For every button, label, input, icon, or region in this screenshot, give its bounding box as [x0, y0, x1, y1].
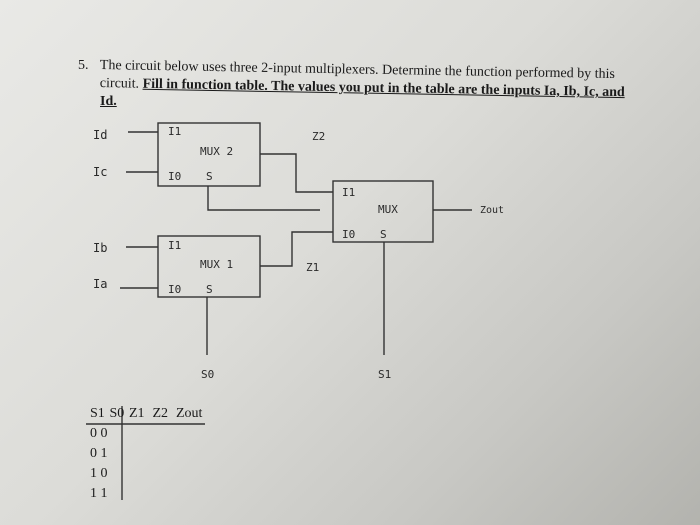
mux-out-i0-label: I0 — [342, 228, 355, 241]
mux-out-s-label: S — [380, 228, 387, 241]
row1-s0: 0 — [100, 426, 108, 441]
mux2-i0-label: I0 — [168, 170, 181, 183]
table-row: 1 1 — [90, 486, 108, 502]
function-table: S1 S0 Z1 Z2 Zout 0 0 0 1 1 0 1 1 — [90, 406, 202, 501]
row4-s1: 1 — [90, 486, 97, 501]
input-ia-label: Ia — [93, 277, 107, 291]
question-number: 5. — [78, 58, 89, 73]
col-z2: Z2 — [152, 406, 169, 421]
s0-label: S0 — [201, 368, 214, 381]
s1-label: S1 — [378, 368, 391, 381]
mux1-s-label: S — [206, 283, 213, 296]
mux1-i1-label: I1 — [168, 239, 181, 252]
input-ic-label: Ic — [93, 165, 107, 179]
wire-z1 — [260, 231, 333, 267]
mux1-i0-label: I0 — [168, 283, 181, 296]
zout-label: Zout — [480, 205, 504, 216]
mux2-title: MUX 2 — [200, 145, 233, 158]
question-line-3: Id. — [100, 94, 117, 109]
col-s1: S1 — [90, 406, 105, 421]
row2-s0: 1 — [100, 446, 108, 461]
z1-label: Z1 — [306, 261, 319, 274]
col-s0: S0 — [109, 406, 125, 421]
mux-out-box — [332, 180, 434, 243]
mux1-title: MUX 1 — [200, 258, 233, 271]
table-row: 0 0 — [90, 426, 108, 442]
table-row: 1 0 — [90, 466, 108, 482]
mux2-s-label: S — [206, 170, 213, 183]
wire-z2 — [260, 153, 333, 193]
row3-s0: 0 — [100, 466, 108, 481]
table-row: 0 1 — [90, 446, 108, 462]
mux-out-i1-label: I1 — [342, 186, 355, 199]
function-table-header: S1 S0 Z1 Z2 Zout — [90, 406, 202, 422]
col-zout: Zout — [176, 406, 203, 421]
row4-s0: 1 — [100, 486, 108, 501]
row3-s1: 1 — [90, 466, 97, 481]
mux-out-title: MUX — [378, 203, 398, 216]
mux2-i1-label: I1 — [168, 125, 181, 138]
wire-s0-mux2 — [207, 186, 320, 211]
row1-s1: 0 — [90, 426, 97, 441]
row2-s1: 0 — [90, 446, 97, 461]
input-id-label: Id — [93, 128, 107, 142]
input-ib-label: Ib — [93, 241, 107, 255]
z2-label: Z2 — [312, 130, 325, 143]
col-z1: Z1 — [129, 406, 145, 421]
